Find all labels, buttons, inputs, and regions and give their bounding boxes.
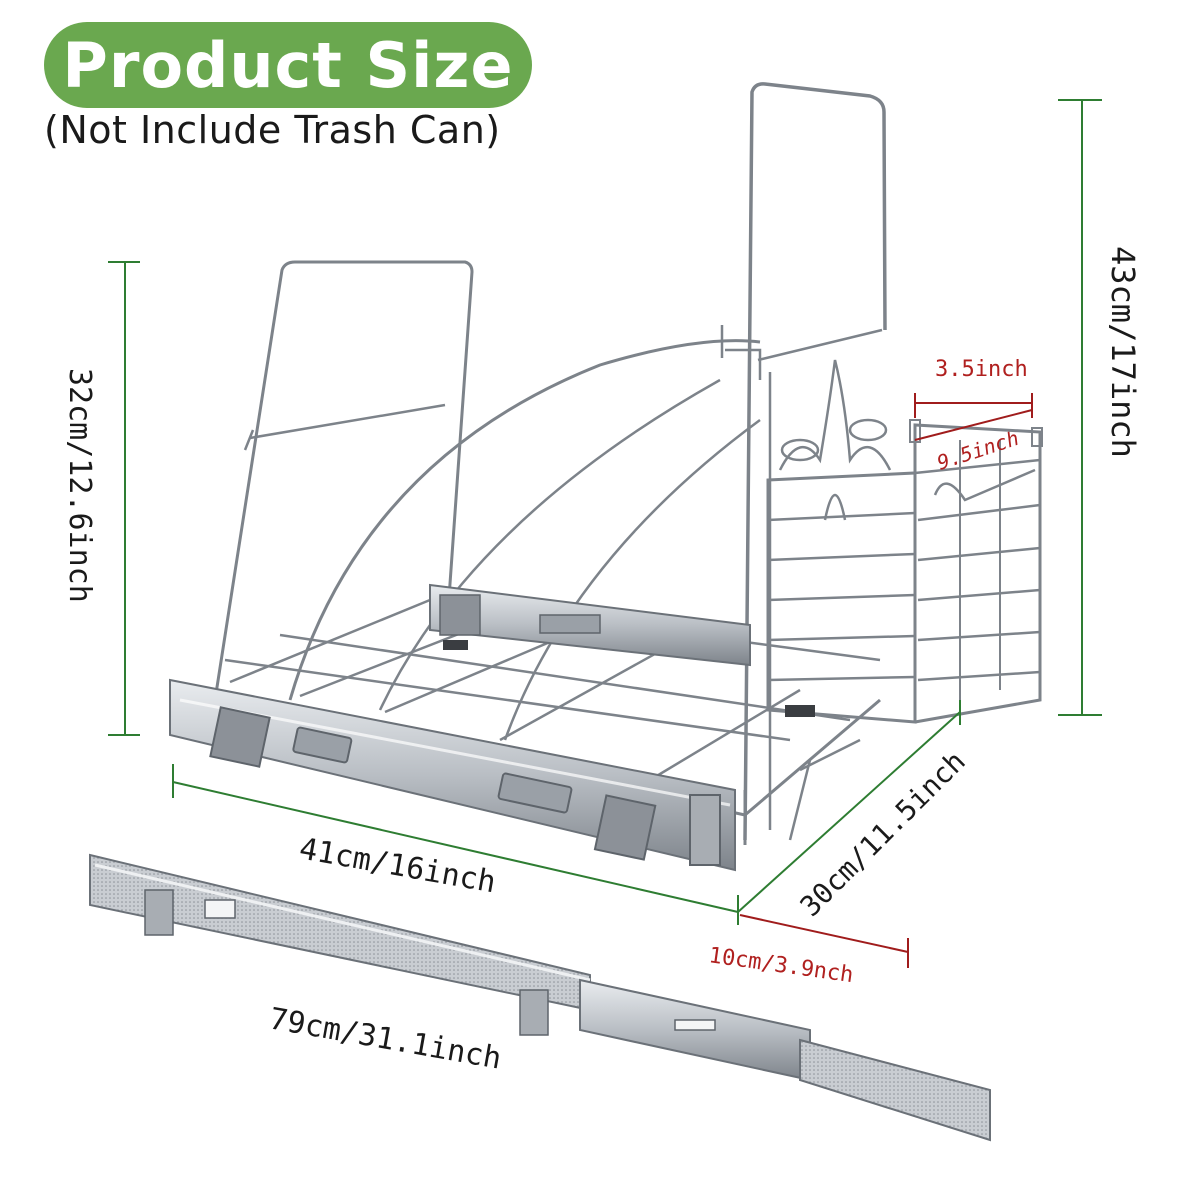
label-height-short: 32cm/12.6inch: [62, 368, 97, 603]
label-depth: 30cm/11.5inch: [794, 745, 972, 923]
dimension-lines: [108, 99, 1102, 968]
pull-out-frame: [169, 82, 1043, 845]
page-subtitle: (Not Include Trash Can): [44, 108, 501, 152]
label-extra-depth: 10cm/3.9nch: [707, 943, 855, 988]
label-width: 41cm/16inch: [297, 831, 499, 900]
label-basket-width: 3.5inch: [935, 357, 1028, 382]
extended-slide-rail: [89, 853, 991, 1142]
rear-slide-rail: [429, 583, 815, 717]
front-slide-rail: [169, 678, 736, 872]
page-title: Product Size: [62, 28, 514, 102]
label-height-tall: 43cm/17inch: [1104, 246, 1142, 458]
product-size-badge: Product Size: [44, 22, 532, 108]
label-slide-length: 79cm/31.1inch: [267, 1001, 504, 1076]
